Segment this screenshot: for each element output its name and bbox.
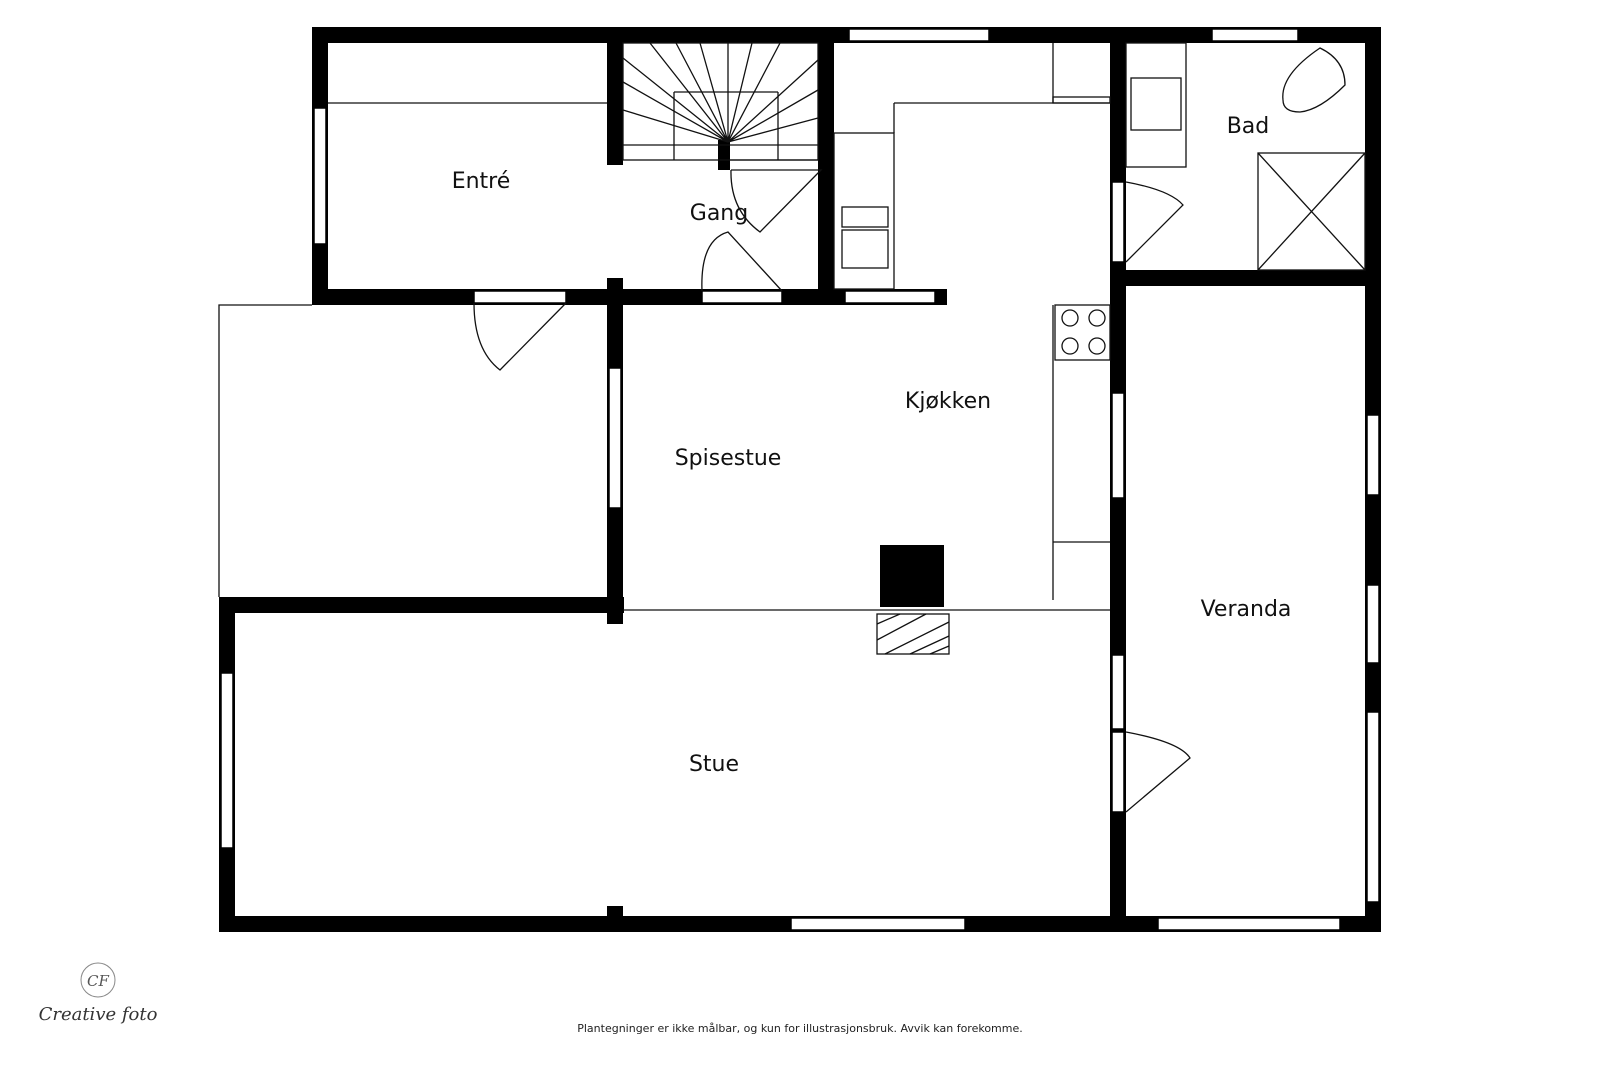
room-label-kjokken: Kjøkken bbox=[905, 389, 991, 414]
room-label-gang: Gang bbox=[690, 201, 748, 226]
disclaimer-text: Plantegninger er ikke målbar, og kun for… bbox=[577, 1022, 1023, 1035]
svg-text:CF: CF bbox=[87, 972, 109, 990]
logo-monogram-icon: CF bbox=[80, 962, 116, 998]
room-label-bad: Bad bbox=[1227, 114, 1270, 139]
walls bbox=[219, 27, 1381, 932]
logo-name: Creative foto bbox=[38, 1004, 158, 1025]
room-label-entre: Entré bbox=[452, 169, 511, 194]
room-label-veranda: Veranda bbox=[1201, 597, 1292, 622]
windows bbox=[220, 28, 1380, 931]
room-label-spisestue: Spisestue bbox=[675, 446, 782, 471]
room-label-stue: Stue bbox=[689, 752, 739, 777]
fixtures bbox=[218, 42, 1366, 813]
creative-foto-logo: CF Creative foto bbox=[38, 960, 158, 1030]
